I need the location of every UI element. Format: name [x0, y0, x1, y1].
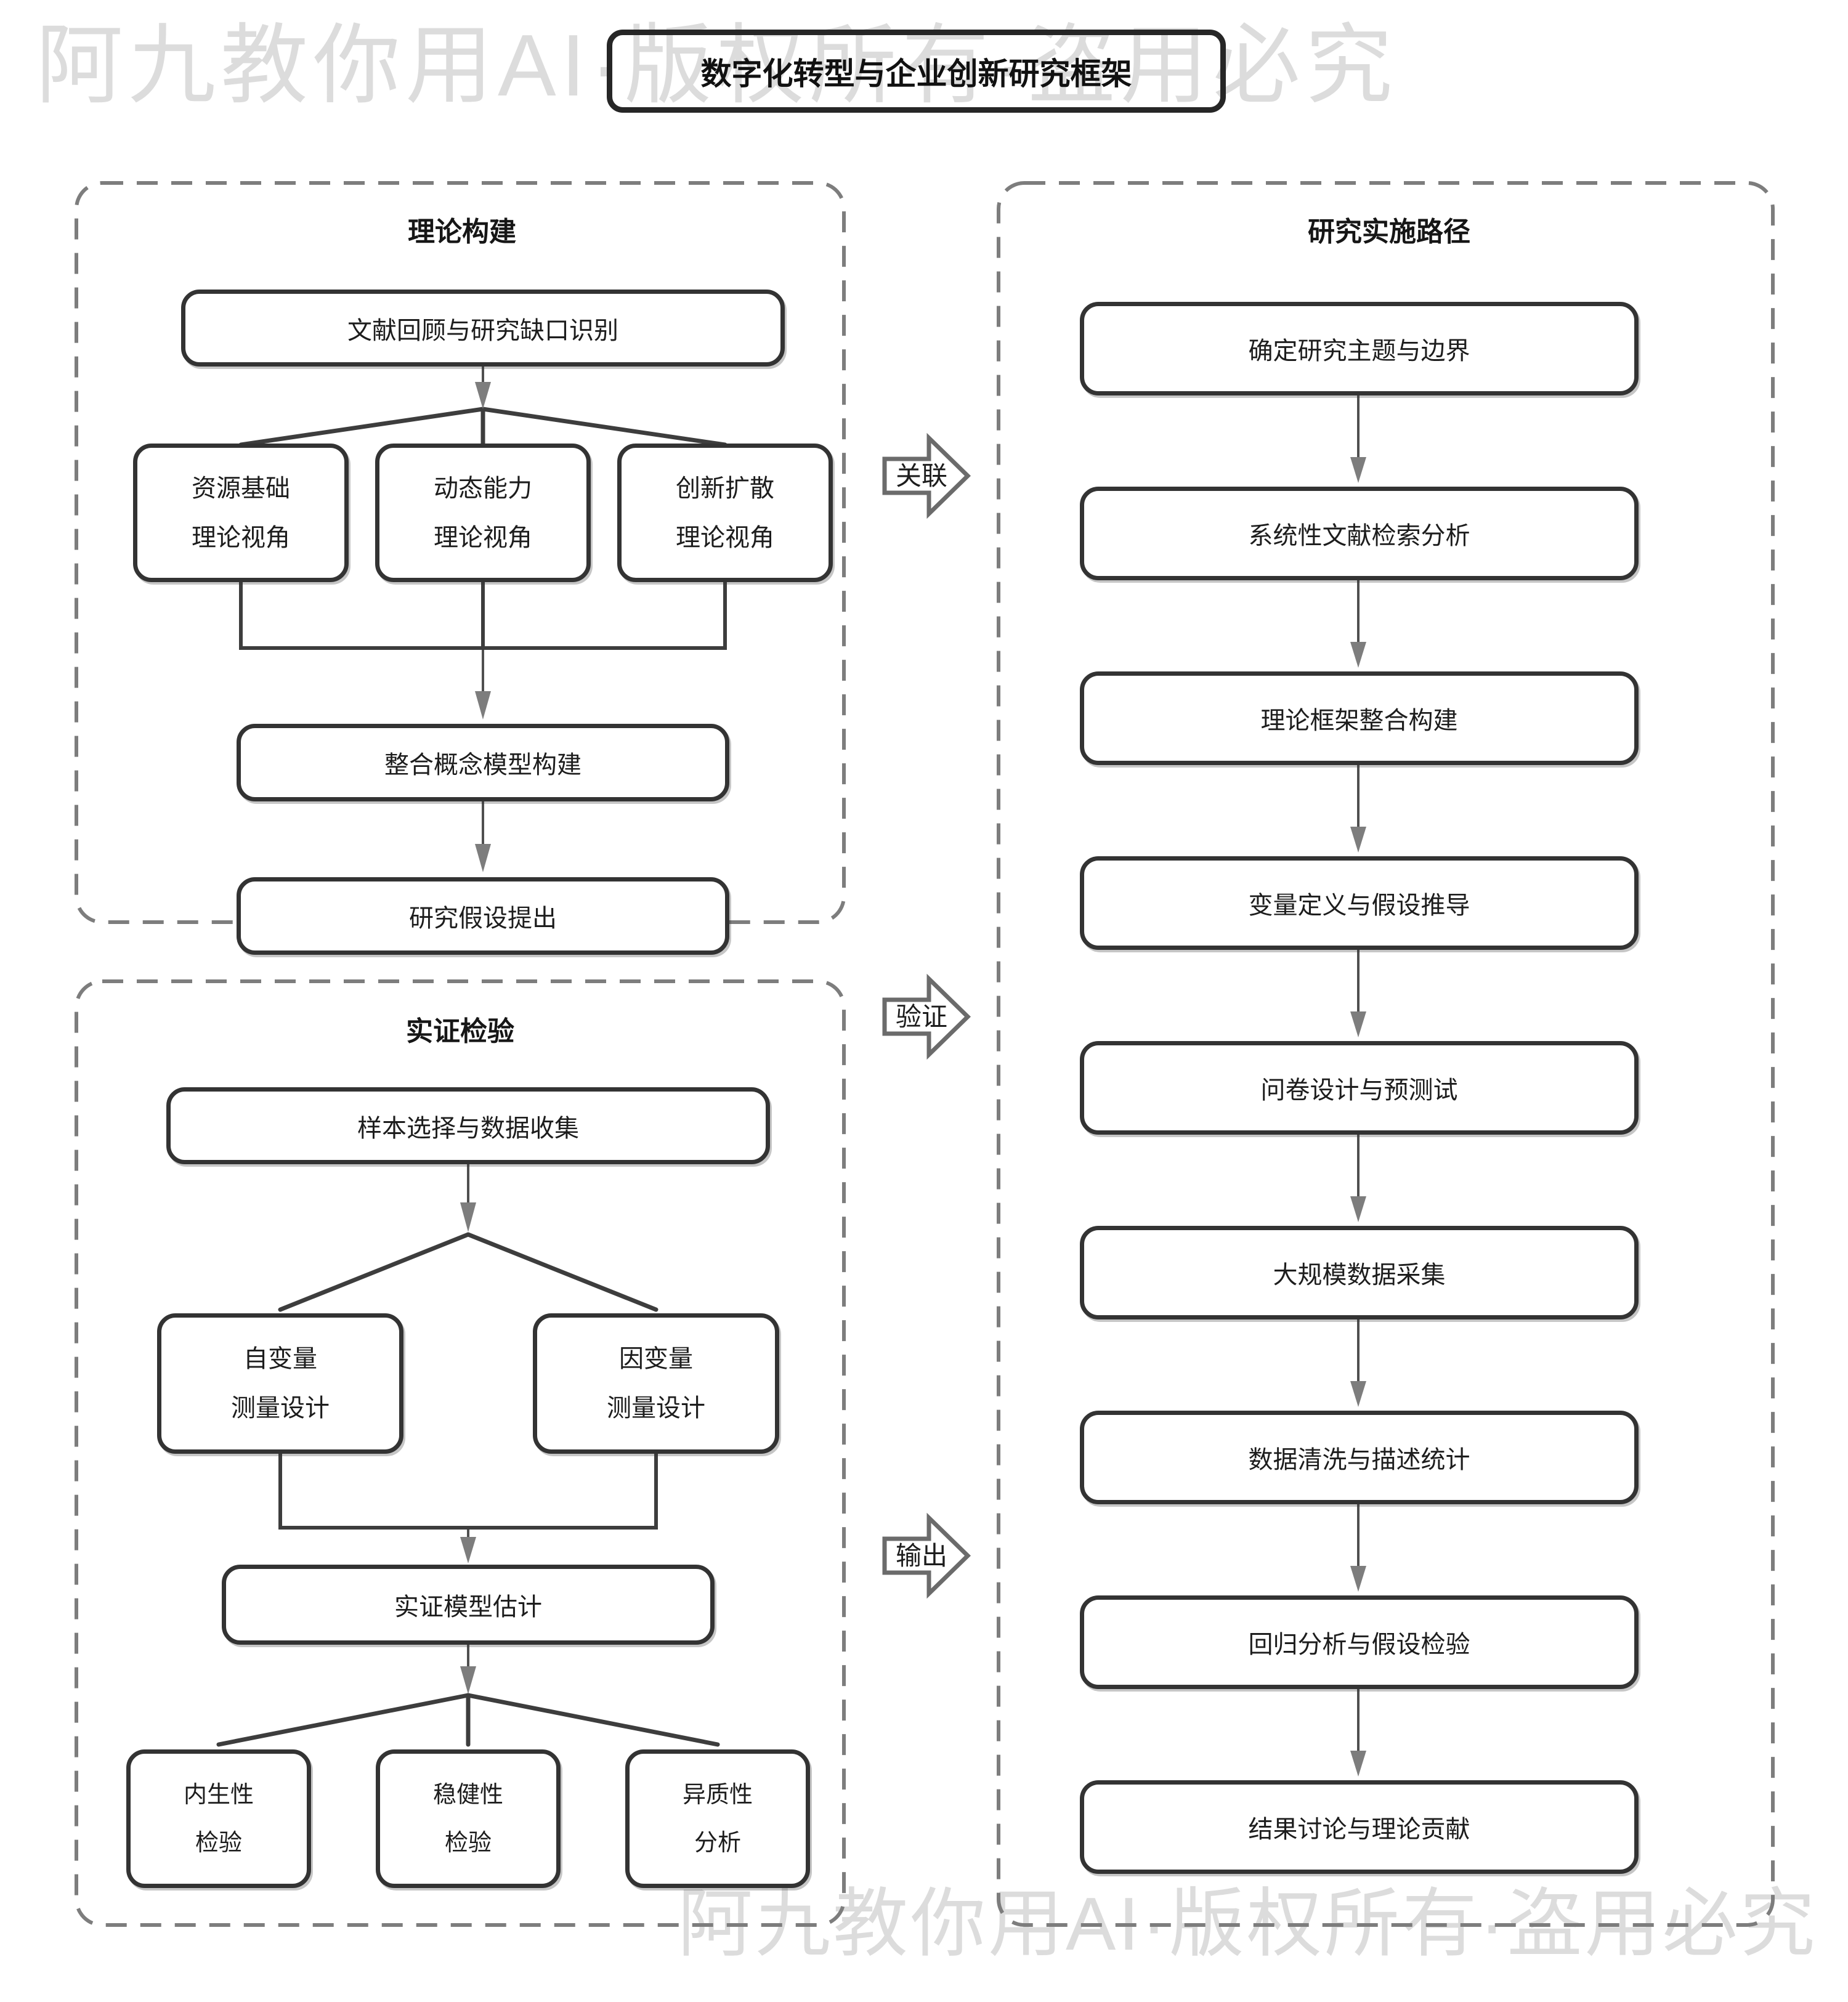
node-label-line1: 稳健性	[432, 1781, 503, 1808]
node-endogeneity-test: 内生性 检验	[126, 1749, 311, 1888]
validate-arrow-label: 验证	[895, 1002, 947, 1031]
node-label-line2: 检验	[195, 1830, 242, 1856]
node-step-define-topic: 确定研究主题与边界	[1080, 302, 1639, 395]
node-label-line2: 测量设计	[231, 1395, 330, 1422]
node-independent-variable-measure: 自变量 测量设计	[157, 1313, 403, 1454]
node-label: 研究假设提出	[409, 905, 557, 932]
node-label: 理论框架整合构建	[1260, 707, 1458, 734]
node-label-line2: 理论视角	[434, 524, 532, 551]
node-resource-based-view: 资源基础 理论视角	[133, 444, 349, 582]
node-label-line1: 创新扩散	[676, 474, 774, 502]
block-arrows	[882, 432, 971, 1599]
node-hypothesis-proposal: 研究假设提出	[237, 877, 729, 955]
node-label-line1: 因变量	[619, 1345, 693, 1372]
node-step-literature-search: 系统性文献检索分析	[1080, 487, 1639, 580]
node-label: 系统性文献检索分析	[1248, 522, 1470, 549]
node-model-estimation: 实证模型估计	[222, 1565, 715, 1645]
validate-block-arrow	[882, 973, 971, 1060]
node-label: 结果讨论与理论贡献	[1248, 1816, 1470, 1843]
node-step-framework-integration: 理论框架整合构建	[1080, 671, 1639, 765]
node-label-line2: 理论视角	[192, 524, 290, 551]
output-block-arrow	[882, 1512, 971, 1599]
arrowheads	[460, 382, 1366, 1777]
branch-lines	[216, 407, 727, 1747]
diagram-title-box: 数字化转型与企业创新研究框架	[607, 30, 1226, 113]
node-label: 实证模型估计	[394, 1594, 542, 1621]
implementation-section-title: 研究实施路径	[1308, 217, 1470, 247]
node-label: 数据清洗与描述统计	[1248, 1446, 1470, 1473]
node-label: 文献回顾与研究缺口识别	[347, 317, 618, 344]
node-conceptual-model: 整合概念模型构建	[237, 724, 729, 801]
node-step-variable-definition: 变量定义与假设推导	[1080, 856, 1639, 950]
node-label: 样本选择与数据收集	[357, 1114, 579, 1142]
associate-arrow-label: 关联	[895, 461, 947, 490]
associate-block-arrow	[882, 432, 971, 519]
merge-lines	[239, 582, 727, 1530]
node-label-line1: 自变量	[243, 1345, 317, 1372]
diagram-title: 数字化转型与企业创新研究框架	[700, 56, 1132, 91]
node-robustness-test: 稳健性 检验	[376, 1749, 561, 1888]
node-label-line2: 检验	[444, 1830, 492, 1856]
node-dependent-variable-measure: 因变量 测量设计	[533, 1313, 779, 1454]
node-label-line2: 分析	[694, 1830, 741, 1856]
node-label-line1: 异质性	[682, 1781, 753, 1808]
node-label: 回归分析与假设检验	[1248, 1631, 1470, 1658]
connector-lines	[467, 367, 1360, 1751]
node-innovation-diffusion-view: 创新扩散 理论视角	[617, 444, 833, 582]
implementation-container-border	[997, 181, 1775, 1927]
node-step-data-cleaning: 数据清洗与描述统计	[1080, 1411, 1639, 1504]
node-label: 问卷设计与预测试	[1260, 1077, 1458, 1104]
node-label-line1: 动态能力	[434, 474, 532, 502]
output-arrow-label: 输出	[895, 1541, 947, 1570]
empirical-container-border	[75, 979, 846, 1927]
empirical-section-title: 实证检验	[406, 1016, 514, 1047]
node-label: 确定研究主题与边界	[1248, 338, 1470, 365]
node-label: 大规模数据采集	[1273, 1262, 1446, 1289]
node-step-large-scale-data: 大规模数据采集	[1080, 1226, 1639, 1319]
node-label-line2: 理论视角	[676, 524, 774, 551]
node-dynamic-capability-view: 动态能力 理论视角	[375, 444, 591, 582]
node-label-line1: 资源基础	[192, 474, 290, 502]
theory-section-title: 理论构建	[408, 217, 516, 247]
node-step-questionnaire-pretest: 问卷设计与预测试	[1080, 1041, 1639, 1135]
node-label-line2: 测量设计	[607, 1395, 705, 1422]
node-heterogeneity-analysis: 异质性 分析	[625, 1749, 810, 1888]
node-step-regression-test: 回归分析与假设检验	[1080, 1595, 1639, 1689]
node-label: 变量定义与假设推导	[1248, 892, 1470, 919]
node-label-line1: 内生性	[183, 1781, 254, 1808]
node-literature-review: 文献回顾与研究缺口识别	[181, 290, 785, 367]
node-sample-data-collection: 样本选择与数据收集	[166, 1087, 770, 1164]
node-step-discussion-contribution: 结果讨论与理论贡献	[1080, 1780, 1639, 1874]
node-label: 整合概念模型构建	[384, 752, 582, 779]
